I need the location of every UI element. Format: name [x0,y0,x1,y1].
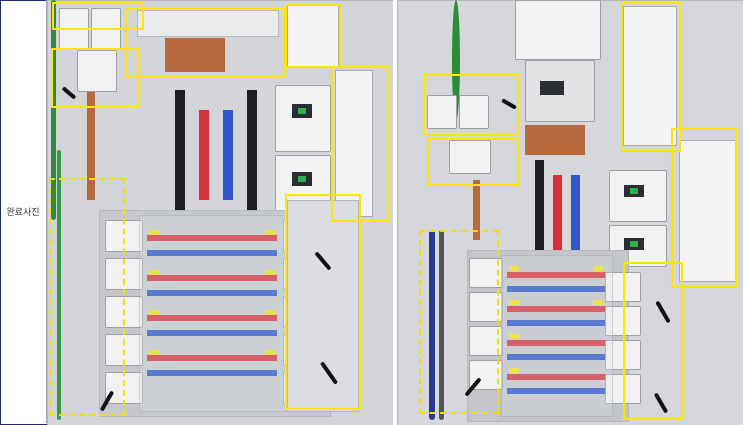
ground-wire [51,0,56,220]
cable [429,230,435,420]
bus-bar-red [553,175,562,265]
ground-wire [57,150,61,420]
bus-bar-blue [147,330,277,336]
contactor [449,140,491,174]
bus-bar-black [247,90,257,220]
photo-divider [393,0,397,425]
bus-bar-red [507,272,617,278]
inspection-highlight [419,230,499,414]
bus-bar-blue [147,370,277,376]
bus-bar-red [507,340,617,346]
inspection-highlight [671,128,737,288]
copper-block [525,125,585,155]
inspection-highlight [125,8,285,78]
inspection-highlight [621,2,681,152]
acrylic-cover [139,215,287,412]
terminal-block [335,70,373,217]
row-label: 완료사진 [6,208,40,218]
bus-bar-red [507,374,617,380]
inspection-highlight [285,4,341,68]
copper-block [165,38,225,72]
cable [439,230,444,420]
bus-bar-blue [571,175,580,265]
contactor [427,95,457,129]
earth-bar [473,180,480,240]
bus-bar-blue [147,290,277,296]
bus-bar-blue [507,354,617,360]
bus-bar-red [507,306,617,312]
main-breaker [515,0,601,60]
inspection-highlight [285,194,361,410]
acrylic-cover [501,255,613,417]
inspection-highlight [49,178,125,416]
bus-bar-blue [507,320,617,326]
mccb [609,170,667,222]
inspection-highlight [51,48,139,108]
terminal-strip [623,6,677,146]
bus-bar-red [147,235,277,241]
contactor [459,95,489,129]
mccb [275,85,331,152]
inspection-highlight [423,74,519,136]
bus-bar-blue [507,286,617,292]
inspection-highlight [52,2,144,30]
bus-bar-blue [507,388,617,394]
inspection-highlight [623,262,683,420]
contactor [77,50,117,92]
top-panel [137,10,279,37]
main-breaker [525,60,595,122]
completion-photo-right [397,0,743,425]
bus-bar-blue [223,110,233,200]
bus-bar-blue [147,250,277,256]
inspection-highlight [427,138,519,186]
side-panel [287,200,359,412]
bus-bar-red [147,315,277,321]
bus-bar-red [147,275,277,281]
bus-bar-black [175,90,185,220]
row-label-cell: 완료사진 [0,0,47,423]
bus-bar-red [199,110,209,200]
completion-photo-left [47,0,393,425]
bus-bar-black [535,160,544,270]
ground-wire [452,0,460,120]
terminal-block [679,140,737,282]
bus-bar-red [147,355,277,361]
earth-bar [87,90,95,200]
